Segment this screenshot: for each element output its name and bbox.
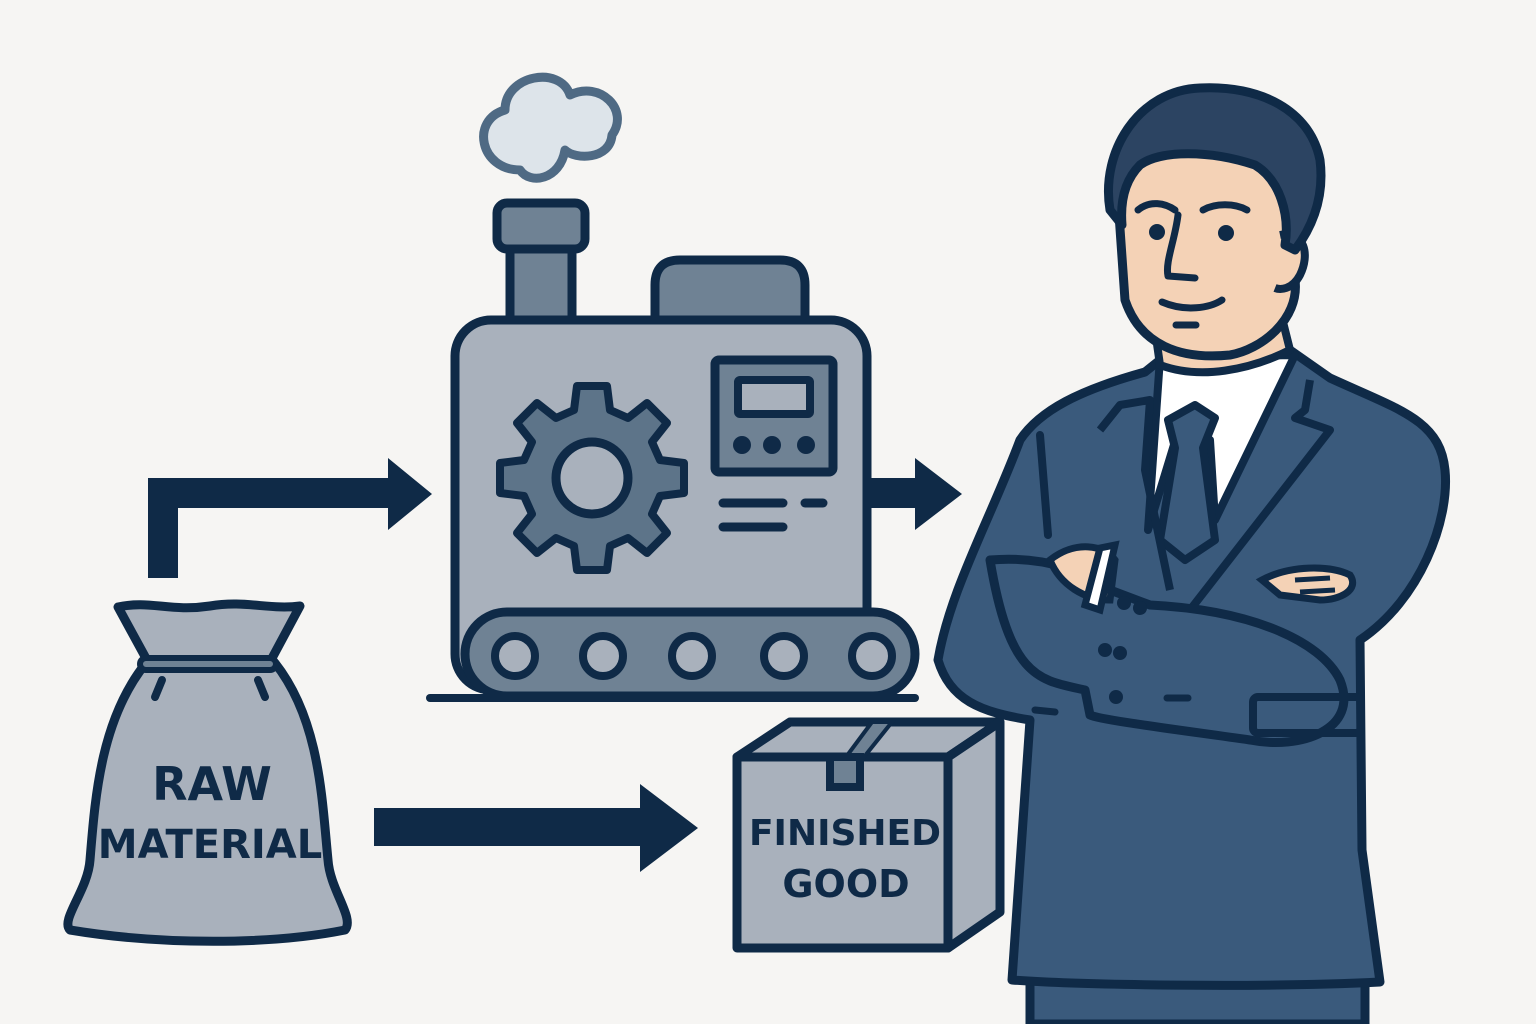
raw-material-bag: RAW MATERIAL [63,599,352,946]
raw-label-line1: RAW [152,757,272,811]
control-panel [710,355,838,532]
finished-label-line2: GOOD [782,862,909,906]
conveyor-belt [426,607,920,702]
steam-cloud-icon [479,72,622,183]
businessman-figure [933,83,1451,1024]
machine-icon [426,198,920,702]
arrow-raw-to-machine-icon [148,458,432,578]
businessman-face [1104,83,1326,361]
raw-label-line2: MATERIAL [98,822,322,868]
finished-label-line1: FINISHED [749,813,941,854]
gear-icon [496,382,688,574]
finished-good-box: FINISHED GOOD [732,717,1005,953]
arrow-machine-out-icon [867,458,962,530]
arrow-raw-to-finished-icon [374,784,698,872]
